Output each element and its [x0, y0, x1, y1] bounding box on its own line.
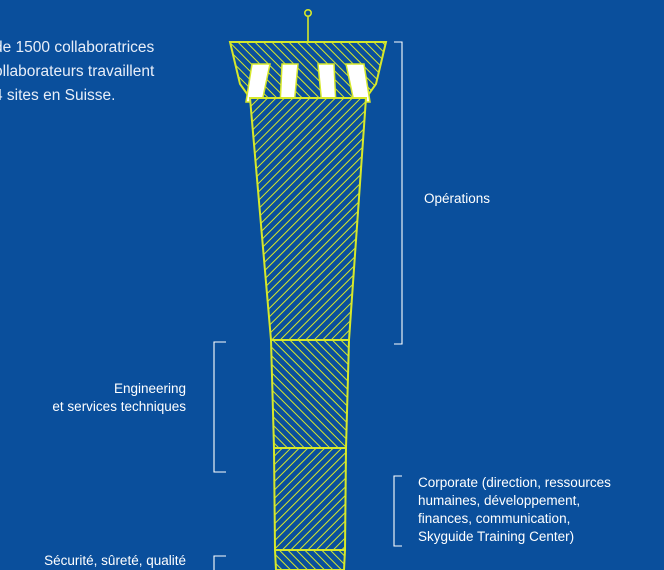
label-corporate: Corporate (direction, ressources humaine… — [418, 474, 611, 546]
label-corporate-line-3: finances, communication, — [418, 511, 571, 526]
tower-cab — [228, 41, 388, 107]
tower-section-operations — [248, 97, 368, 341]
tower-section-corporate — [272, 447, 348, 551]
window-4 — [345, 63, 371, 103]
bracket-corporate — [393, 475, 402, 547]
bracket-security — [213, 555, 226, 570]
intro-text: de 1500 collaboratrices ollaborateurs tr… — [0, 36, 154, 108]
label-security: Sécurité, sûreté, qualité — [44, 553, 186, 568]
intro-line-2: ollaborateurs travaillent — [0, 63, 155, 80]
label-corporate-line-2: humaines, développement, — [418, 493, 581, 508]
label-engineering: Engineering et services techniques — [52, 380, 186, 416]
label-engineering-line-1: Engineering — [113, 381, 186, 396]
intro-line-1: de 1500 collaboratrices — [0, 39, 155, 56]
antenna-icon — [303, 9, 312, 42]
tower-section-security — [273, 549, 347, 570]
label-operations: Opérations — [424, 191, 491, 206]
label-engineering-line-2: et services techniques — [52, 399, 186, 414]
label-corporate-line-1: Corporate (direction, ressources — [418, 475, 611, 490]
label-corporate-line-4: Skyguide Training Center) — [418, 529, 575, 544]
bracket-operations — [394, 41, 403, 345]
tower-section-engineering — [269, 339, 351, 449]
intro-line-3: 4 sites en Suisse. — [0, 87, 116, 104]
bracket-engineering — [213, 341, 226, 473]
